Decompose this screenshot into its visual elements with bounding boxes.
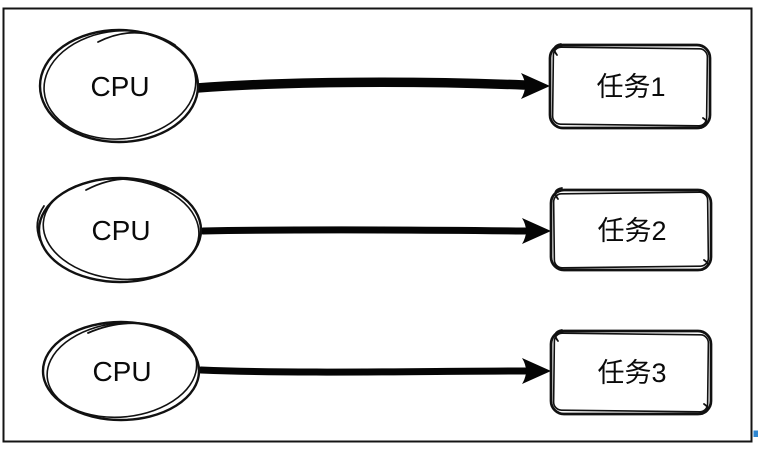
task-box-1-corner-flick-tl	[553, 43, 562, 56]
arrowhead-task3-icon	[522, 358, 551, 384]
task-label-1: 任务1	[596, 72, 665, 102]
task-box-3-corner-flick-br	[701, 403, 709, 415]
cpu-node-3-overstroke	[46, 321, 198, 419]
arrowhead-task1-icon	[521, 73, 550, 99]
task-box-2-shape	[549, 188, 713, 272]
cpu-node-1-shape	[38, 28, 200, 144]
arrowhead-task2-icon	[522, 218, 551, 244]
cpu-node-2-flick-left	[36, 205, 45, 241]
arrow-cpu-to-task3	[197, 366, 529, 376]
task-box-2-corner-flick-tl	[554, 187, 563, 200]
cpu-node-1-flick	[97, 31, 176, 46]
task-box-1-overstroke	[551, 46, 709, 127]
task-box-2-overstroke	[552, 191, 710, 269]
task-box-1-shape	[548, 43, 712, 130]
row-3: CPU 任务3	[41, 320, 713, 422]
diagram-border	[2, 7, 753, 443]
cpu-node-2-flick	[85, 178, 169, 191]
cpu-label-1: CPU	[90, 71, 149, 102]
row-2: CPU 任务2	[36, 176, 713, 284]
arrow-cpu-to-task2	[199, 226, 529, 235]
task-label-2: 任务2	[597, 216, 666, 246]
task-label-3: 任务3	[597, 358, 666, 388]
cpu-node-1-overstroke	[43, 29, 197, 140]
task-box-3-overstroke	[552, 332, 710, 413]
task-box-1-corner-flick-br	[700, 117, 708, 129]
cpu-label-2: CPU	[91, 215, 150, 246]
edge-marker-dot	[753, 430, 758, 437]
row-1: CPU 任务1	[38, 28, 712, 144]
task-box-2-corner-flick-br	[701, 259, 709, 271]
cpu-label-3: CPU	[92, 356, 151, 387]
cpu-node-2-shape	[37, 176, 203, 284]
task-box-3-shape	[549, 329, 713, 416]
task-box-3-corner-flick-tl	[554, 329, 563, 342]
cpu-node-3-flick	[87, 322, 173, 334]
arrow-cpu-to-task1	[192, 77, 529, 93]
